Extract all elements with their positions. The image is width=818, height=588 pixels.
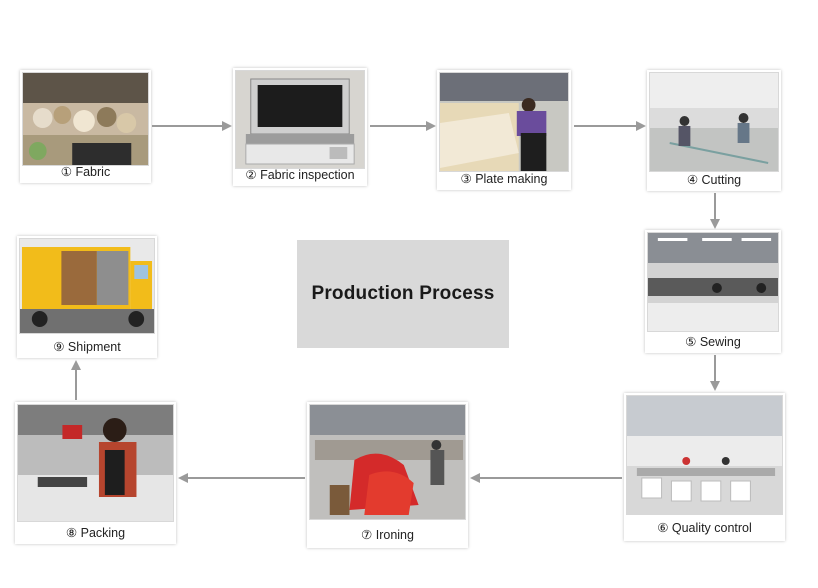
fabric-inspection-photo	[235, 70, 365, 169]
arrow-right-1	[152, 121, 232, 131]
arrow-right-3	[574, 121, 646, 131]
arrow-up-1	[71, 360, 81, 400]
quality-control-photo	[626, 395, 783, 515]
sewing-photo	[647, 232, 779, 332]
step-quality-control: ⑥ Quality control	[624, 393, 785, 541]
shipment-photo	[19, 238, 155, 334]
step-label: ⑦ Ironing	[361, 528, 414, 542]
arrow-down-2	[710, 355, 720, 391]
step-cutting: ④ Cutting	[647, 70, 781, 191]
step-shipment: ⑨ Shipment	[17, 236, 157, 358]
arrow-left-2	[178, 473, 305, 483]
step-label: ④ Cutting	[686, 173, 742, 187]
fabric-photo	[22, 72, 149, 166]
cutting-photo	[649, 72, 779, 172]
step-label: ⑥ Quality control	[657, 521, 752, 535]
step-label: ② Fabric inspection	[245, 168, 355, 182]
step-ironing: ⑦ Ironing	[307, 402, 468, 548]
step-label: ① Fabric	[60, 165, 111, 179]
arrow-left-1	[470, 473, 622, 483]
ironing-photo	[309, 404, 466, 520]
step-plate-making: ③ Plate making	[437, 70, 571, 190]
step-fabric-inspection: ② Fabric inspection	[233, 68, 367, 186]
arrow-right-2	[370, 121, 436, 131]
center-title-box: Production Process	[297, 240, 509, 348]
plate-making-photo	[439, 72, 569, 172]
center-title: Production Process	[311, 283, 495, 304]
packing-photo	[17, 404, 174, 522]
arrow-down-1	[710, 193, 720, 229]
step-sewing: ⑤ Sewing	[645, 230, 781, 353]
step-label: ⑤ Sewing	[685, 335, 741, 349]
step-packing: ⑧ Packing	[15, 402, 176, 544]
step-fabric: ① Fabric	[20, 70, 151, 183]
step-label: ⑧ Packing	[65, 526, 126, 540]
step-label: ⑨ Shipment	[53, 340, 121, 354]
step-label: ③ Plate making	[460, 172, 548, 186]
